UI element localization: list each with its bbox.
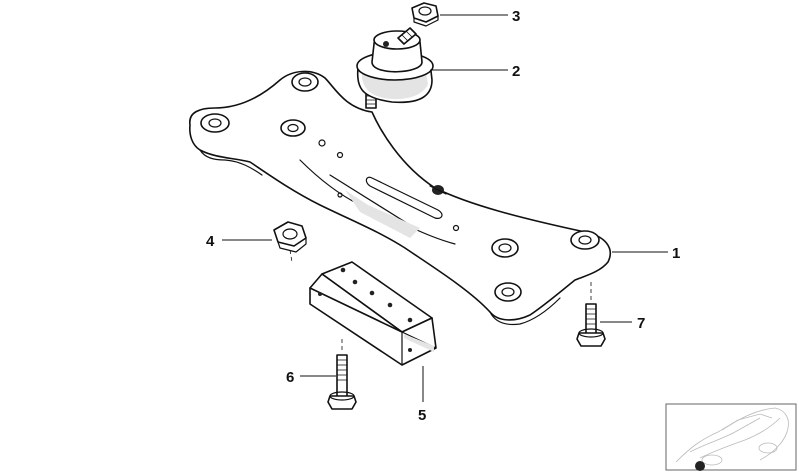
side-nut[interactable] bbox=[273, 221, 307, 253]
location-marker bbox=[695, 461, 705, 471]
top-nut[interactable] bbox=[411, 2, 439, 27]
mount-hole bbox=[491, 238, 519, 258]
callout-number-4: 4 bbox=[206, 233, 215, 250]
rubber-mount[interactable] bbox=[356, 27, 434, 109]
mount-hole bbox=[200, 113, 230, 133]
crossmember-bolt[interactable] bbox=[576, 303, 606, 347]
crossmember[interactable] bbox=[189, 70, 611, 326]
callout-number-1: 1 bbox=[672, 245, 680, 262]
callout-number-3: 3 bbox=[512, 8, 520, 25]
bracket-bolt[interactable] bbox=[327, 354, 357, 410]
callout-number-7: 7 bbox=[637, 315, 645, 332]
mount-hole bbox=[570, 230, 600, 250]
mount-hole bbox=[291, 72, 319, 92]
callout-number-5: 5 bbox=[418, 407, 426, 424]
callout-number-2: 2 bbox=[512, 63, 520, 80]
callout-number-6: 6 bbox=[286, 369, 294, 386]
vehicle-location-icon bbox=[665, 403, 797, 471]
support-bracket[interactable] bbox=[309, 261, 437, 366]
mount-hole bbox=[280, 119, 306, 137]
mount-hole bbox=[494, 282, 522, 302]
